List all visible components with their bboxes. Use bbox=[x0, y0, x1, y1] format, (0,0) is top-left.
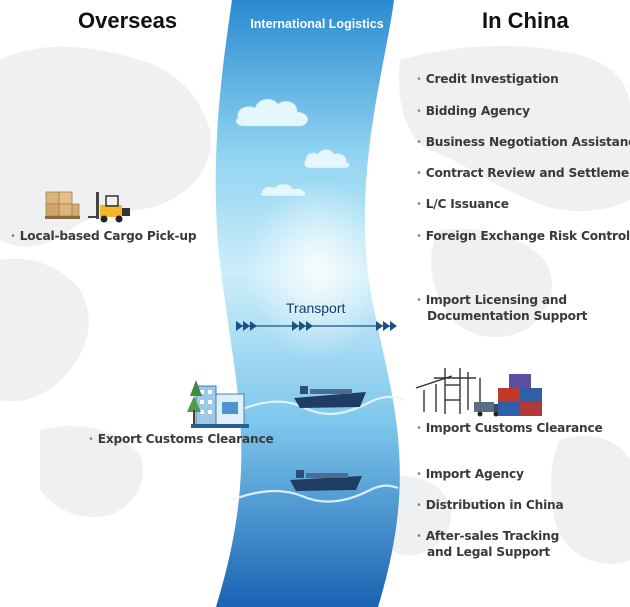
service-fx-risk: •Foreign Exchange Risk Control bbox=[416, 229, 630, 243]
transport-label: Transport bbox=[286, 300, 346, 316]
bullet-icon: • bbox=[416, 231, 422, 242]
cargo-ship-icon bbox=[290, 470, 362, 491]
service-export-customs: •Export Customs Clearance bbox=[88, 432, 274, 446]
china-heading: In China bbox=[482, 8, 569, 33]
service-credit-investigation: •Credit Investigation bbox=[416, 72, 559, 86]
truck-icon bbox=[474, 402, 502, 417]
bullet-icon: • bbox=[416, 199, 422, 210]
service-contract-review: •Contract Review and Settlement bbox=[416, 166, 630, 180]
bullet-icon: • bbox=[416, 137, 422, 148]
bullet-icon: • bbox=[416, 74, 422, 85]
bullet-icon: • bbox=[416, 168, 422, 179]
container-stack-icon bbox=[498, 374, 542, 416]
service-import-agency: •Import Agency bbox=[416, 467, 524, 481]
service-cargo-pickup: •Local-based Cargo Pick-up bbox=[10, 229, 197, 243]
service-lc-issuance: •L/C Issuance bbox=[416, 197, 509, 211]
overseas-heading: Overseas bbox=[78, 8, 178, 33]
port-crane-icon bbox=[415, 368, 481, 414]
service-after-sales: •After-sales Tracking and Legal Support bbox=[416, 529, 560, 559]
service-negotiation: •Business Negotiation Assistance bbox=[416, 135, 630, 149]
service-bidding-agency: •Bidding Agency bbox=[416, 104, 530, 118]
cargo-boxes-icon bbox=[45, 191, 80, 219]
bullet-icon: • bbox=[416, 531, 422, 542]
service-import-licensing: •Import Licensing and Documentation Supp… bbox=[416, 293, 588, 323]
bullet-icon: • bbox=[88, 434, 94, 445]
international-logistics-title: International Logistics bbox=[250, 17, 384, 31]
bullet-icon: • bbox=[10, 231, 16, 242]
transport-arrow bbox=[236, 321, 397, 331]
bullet-icon: • bbox=[416, 295, 422, 306]
service-import-customs: •Import Customs Clearance bbox=[416, 421, 603, 435]
customs-building-icon bbox=[187, 380, 249, 428]
bullet-icon: • bbox=[416, 106, 422, 117]
cargo-ship-icon bbox=[294, 386, 366, 408]
cloud-icon bbox=[235, 98, 350, 197]
bullet-icon: • bbox=[416, 500, 422, 511]
forklift-icon bbox=[88, 192, 130, 223]
bullet-icon: • bbox=[416, 423, 422, 434]
bullet-icon: • bbox=[416, 469, 422, 480]
service-distribution: •Distribution in China bbox=[416, 498, 564, 512]
sea-waves bbox=[231, 395, 405, 503]
band-glow bbox=[248, 180, 388, 360]
